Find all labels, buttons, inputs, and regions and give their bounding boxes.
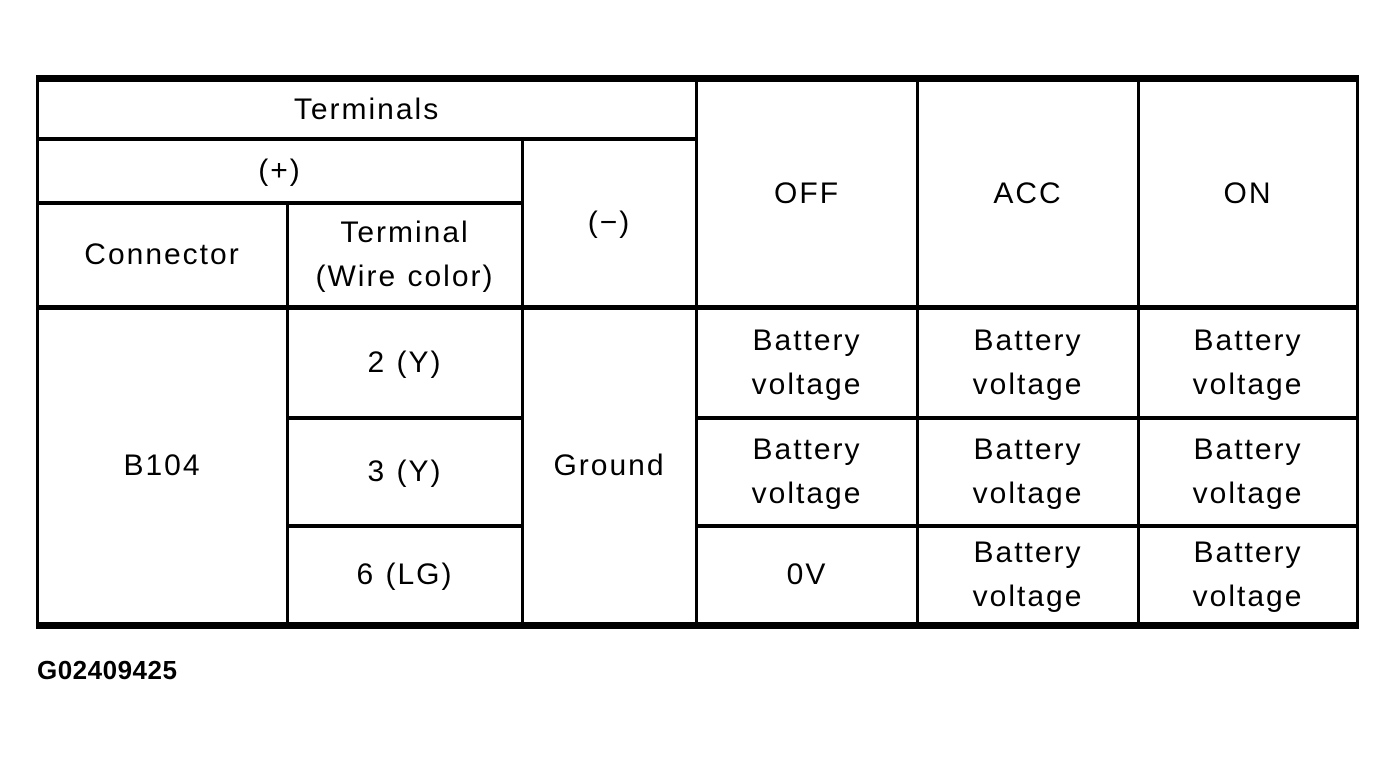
minus-header: (−) (520, 136, 699, 310)
connector-cell: B104 (36, 305, 289, 628)
terminal-cell: 3 (Y) (286, 415, 524, 528)
plus-header: (+) (36, 136, 524, 205)
ground-cell: Ground (520, 305, 699, 628)
table-row: B104 2 (Y) Ground Battery voltage Batter… (36, 305, 1360, 628)
on-column-header: ON (1137, 76, 1360, 310)
on-value-cell: Battery voltage (1137, 305, 1360, 420)
acc-value-cell: Battery voltage (916, 305, 1141, 420)
acc-value-cell: Battery voltage (916, 415, 1141, 528)
acc-value-cell: Battery voltage (916, 523, 1141, 628)
header-row-terminals: Terminals OFF ACC ON (35, 76, 1360, 310)
terminal-cell: 6 (LG) (286, 523, 524, 628)
header-row-polarity: (+) (−) (36, 136, 1358, 310)
table-row: 3 (Y) Battery voltage Battery voltage Ba… (38, 415, 1360, 528)
header-row-connector: Connector Terminal (Wire color) (36, 200, 1358, 310)
terminal-wire-color-header: Terminal (Wire color) (286, 200, 524, 310)
terminals-header: Terminals (35, 76, 699, 141)
figure-id: G02409425 (37, 655, 178, 685)
ignition-switch-voltage-table: Terminals OFF ACC ON (+) (−) Connector T… (35, 75, 1360, 629)
table-row: 6 (LG) 0V Battery voltage Battery voltag… (38, 523, 1360, 628)
on-value-cell: Battery voltage (1137, 523, 1360, 628)
manual-page: Terminals OFF ACC ON (+) (−) Connector T… (0, 75, 1392, 761)
off-column-header: OFF (695, 76, 920, 310)
off-value-cell: Battery voltage (695, 305, 920, 420)
off-value-cell: Battery voltage (695, 415, 920, 528)
off-value-cell: 0V (695, 523, 920, 628)
terminal-cell: 2 (Y) (286, 305, 524, 420)
acc-column-header: ACC (916, 76, 1141, 310)
connector-header: Connector (36, 200, 289, 310)
on-value-cell: Battery voltage (1137, 415, 1360, 528)
